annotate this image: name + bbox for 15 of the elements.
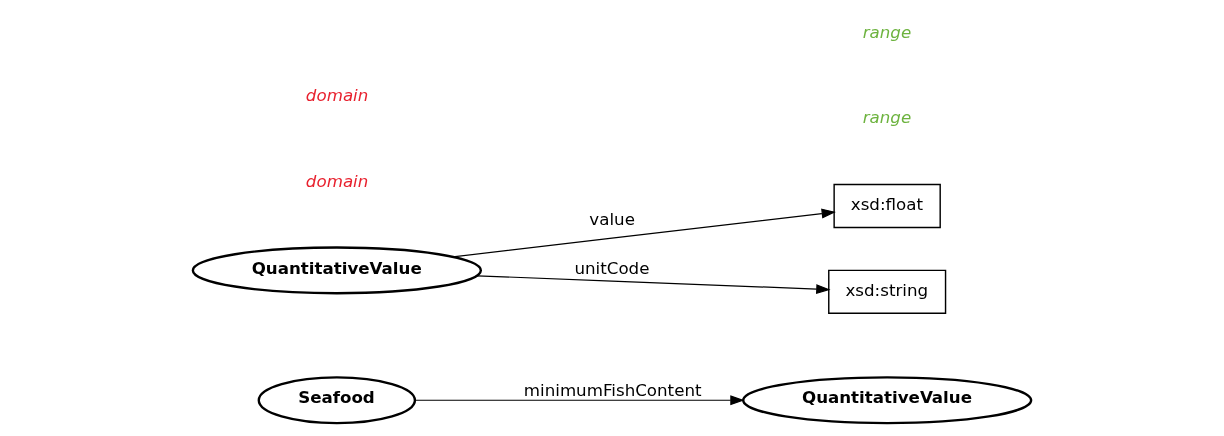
arrow [414, 395, 745, 406]
node-ellipse: QuantitativeValue [191, 246, 482, 295]
label: range [862, 22, 912, 42]
arrow [476, 275, 831, 295]
arrow [452, 208, 836, 258]
label: domain [305, 85, 369, 105]
node-ellipse: QuantitativeValue [742, 376, 1033, 425]
edge-label: unitCode [574, 259, 650, 279]
label: range [862, 108, 912, 128]
edge-label: value [589, 210, 635, 230]
edge-label: minimumFishContent [523, 380, 702, 400]
node-box: xsd:string [828, 269, 947, 314]
label: domain [305, 171, 369, 191]
node-ellipse: Seafood [257, 376, 417, 425]
node-box: xsd:float [833, 183, 941, 229]
